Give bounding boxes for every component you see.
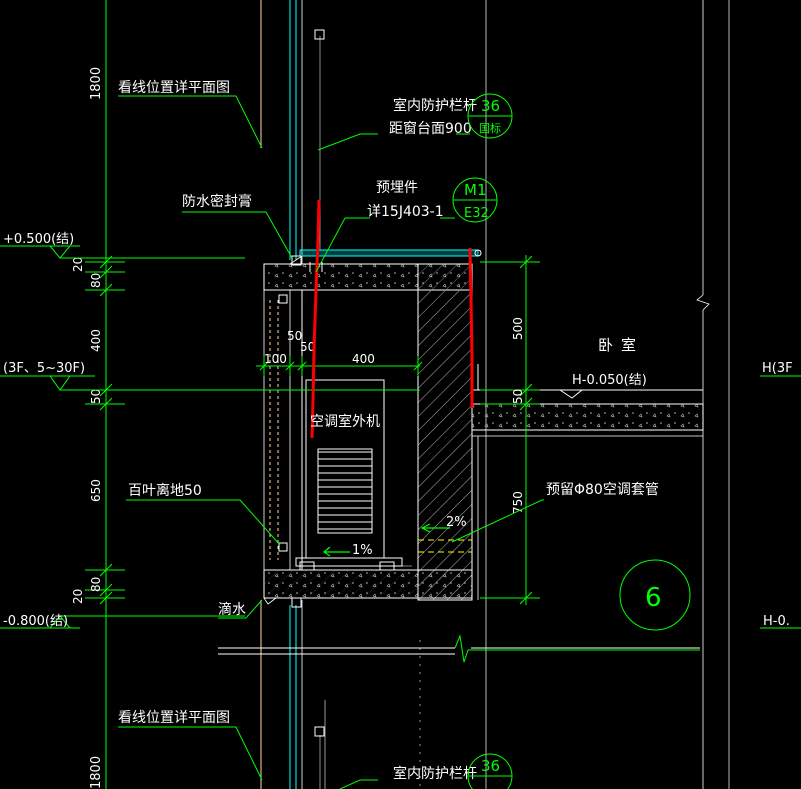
ac-niche: [263, 249, 482, 608]
line-pos-plan-top-label: 看线位置详平面图: [118, 80, 230, 96]
left-dimension-chain: 1800 20 80 400 50 650 80 20 1800: [71, 0, 125, 789]
callout-36-number: 36: [481, 97, 500, 115]
ac-unit-label: 空调室外机: [310, 413, 380, 430]
dim-50-right: 50: [511, 389, 525, 404]
ac-grille: [317, 448, 373, 534]
dim-750: 750: [511, 491, 525, 514]
break-line: [218, 634, 700, 663]
floor-slab: H-0.050(结) 卧室: [471, 336, 704, 600]
horizontal-dimensions: 50 50 100 400: [164, 329, 423, 391]
level-bottom-right-label: H-0.: [763, 614, 790, 629]
louver-label: 百叶离地50: [128, 482, 202, 499]
detail-6-callout: 6: [619, 559, 691, 631]
railing-top-label: 室内防护栏杆: [393, 97, 477, 114]
dim-650: 650: [89, 479, 103, 502]
floors-left-label: (3F、5~30F): [3, 361, 85, 376]
leaders: [118, 95, 544, 789]
detail-6-number: 6: [645, 583, 662, 613]
room-level-label: H-0.050(结): [572, 373, 647, 388]
callout-m1-sheet: E32: [464, 206, 489, 221]
callout-36-sheet: 国标: [479, 121, 501, 135]
floors-right-label: H(3F: [762, 361, 793, 376]
dim-20-top: 20: [71, 257, 85, 272]
slope-1-label: 1%: [352, 543, 373, 558]
dim-50-b: 50: [300, 340, 315, 354]
line-pos-plan-bottom-label: 看线位置详平面图: [118, 710, 230, 726]
drip-label: 滴水: [218, 601, 246, 618]
dim-1800-top: 1800: [89, 67, 104, 100]
dim-400-horizontal: 400: [352, 352, 375, 366]
callout-m1: M1 E32: [440, 177, 498, 223]
bedroom-label: 卧室: [598, 336, 644, 354]
callout-36-bottom: 36: [467, 753, 513, 789]
railing-bottom-label: 室内防护栏杆: [393, 765, 477, 782]
dim-400: 400: [89, 329, 103, 352]
slope-2-label: 2%: [446, 515, 467, 530]
red-markup: [310, 199, 474, 439]
building-lines: [260, 0, 730, 789]
seal-label: 防水密封膏: [182, 193, 252, 210]
callout-36b-number: 36: [481, 757, 500, 775]
level-top-label: +0.500(结): [3, 232, 74, 247]
dim-100: 100: [264, 352, 287, 366]
dim-1800-bottom: 1800: [89, 756, 104, 789]
dim-500: 500: [511, 317, 525, 340]
dim-80-bottom: 80: [89, 577, 103, 592]
embed-ref-label: 详15J403-1: [367, 204, 444, 220]
dim-80-top: 80: [89, 273, 103, 288]
dim-50-left: 50: [89, 389, 103, 404]
callout-m1-number: M1: [464, 181, 487, 199]
level-bottom-label: -0.800(结): [3, 614, 68, 629]
railing-top-sub-label: 距窗台面900: [389, 120, 472, 137]
right-dimension-chain: 500 50 750: [480, 255, 540, 605]
embed-label: 预埋件: [376, 180, 418, 196]
annotations: 看线位置详平面图 室内防护栏杆 距窗台面900 预埋件 详15J403-1 防水…: [118, 80, 659, 782]
dim-20-bottom: 20: [71, 589, 85, 604]
sleeve-label: 预留Φ80空调套管: [546, 482, 659, 498]
callout-36-top: 36 国标: [456, 93, 513, 139]
dim-50-a: 50: [287, 329, 302, 343]
